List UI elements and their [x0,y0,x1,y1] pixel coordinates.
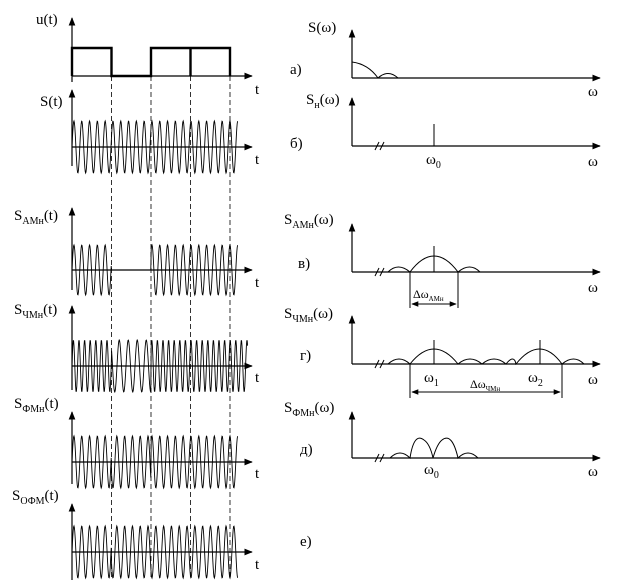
sam-t-axis-name: t [255,275,260,291]
panel-sn-omega: Sн(ω) б) ω ω0 [290,92,601,171]
sam-omega-width-label: ΔωАМн [413,287,444,303]
panel-letter-e: е) [300,534,312,550]
schm-omega-label: SЧМн(ω) [284,306,333,325]
panel-sam-t: SАМн(t) t [14,207,260,297]
panel-s-omega: S(ω) а) ω [290,20,601,100]
sam-t-label: SАМн(t) [14,208,58,227]
s-t-axis-name: t [255,152,260,168]
panel-schm-omega: SЧМн(ω) г) ω ω1 ω2 ΔωЧМн [284,306,601,398]
s-t-carrier-wave [71,119,239,175]
sfm-omega-axis-break [374,453,385,463]
sam-omega-axis-name: ω [588,280,598,296]
sn-omega-omega0: ω0 [426,152,441,171]
time-panels: u(t) t S(t) t SАМн(t) t SЧМн(t) t [12,12,260,580]
sn-omega-axis-name: ω [588,154,598,170]
panel-sofm-t: SОФМ(t) t [12,488,260,580]
s-t-label: S(t) [40,94,63,110]
sam-omega-axis-break [374,267,385,277]
sfm-omega-omega0: ω0 [424,462,439,481]
panel-schm-t: SЧМн(t) t [14,302,260,394]
sofm-t-label: SОФМ(t) [12,488,59,507]
schm-t-axis-name: t [255,370,260,386]
panel-sfm-omega: SФМн(ω) д) ω ω0 [284,400,601,481]
u-t-pulse-train [70,46,232,78]
schm-omega-lobes [387,348,585,366]
sfm-omega-axis-name: ω [588,464,598,480]
sam-t-wave [71,243,239,297]
sfm-t-axis-name: t [255,466,260,482]
bit-boundary-lines [111,76,231,580]
s-omega-side-lobe [377,73,399,79]
s-omega-main-lobe [351,61,379,79]
schm-omega-omega1: ω1 [424,370,439,389]
sofm-t-axis-name: t [255,557,260,573]
schm-t-wave [71,338,249,394]
u-t-axis-name: t [255,82,260,98]
schm-omega-axis-break [374,359,385,369]
panel-u-t: u(t) t [36,12,260,98]
panel-letter-v: в) [298,256,310,272]
sfm-t-wave [71,434,239,490]
schm-t-label: SЧМн(t) [14,302,57,321]
panel-letter-a: а) [290,62,302,78]
sfm-t-label: SФМн(t) [14,396,59,415]
panel-sam-omega: SАМн(ω) в) ω ΔωАМн [284,212,601,308]
sam-omega-label: SАМн(ω) [284,212,334,231]
schm-omega-omega2: ω2 [528,370,543,389]
panel-sfm-t: SФМн(t) t [14,396,260,490]
panel-letter-d: д) [300,442,313,458]
spectrum-panels: S(ω) а) ω Sн(ω) б) ω ω0 SАМн(ω) в) ω [284,20,601,550]
schm-omega-width-label: ΔωЧМн [470,377,500,393]
panel-s-t: S(t) t [40,89,260,175]
s-omega-label: S(ω) [308,20,336,36]
sn-omega-label: Sн(ω) [306,92,340,111]
schm-omega-axis-name: ω [588,372,598,388]
u-t-label: u(t) [36,12,58,28]
sofm-t-wave [71,524,239,580]
sn-omega-axis-break [374,141,385,151]
panel-letter-b: б) [290,136,303,152]
s-omega-axis-name: ω [588,84,598,100]
sfm-omega-label: SФМн(ω) [284,400,334,419]
panel-letter-g: г) [300,348,311,364]
sfm-omega-lobes [389,437,479,460]
